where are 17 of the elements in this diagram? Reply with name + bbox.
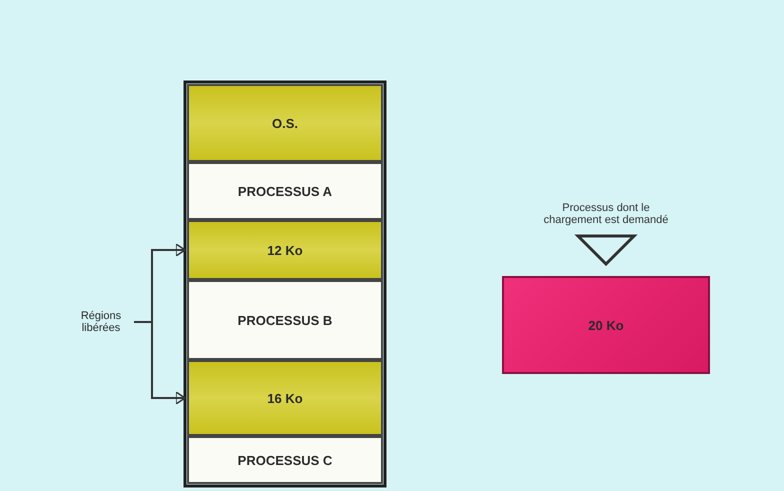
region-label: 16 Ko [267, 390, 303, 406]
memory-region [187, 84, 383, 162]
memory-region [187, 436, 383, 484]
process-block [502, 276, 710, 374]
arrow [134, 321, 186, 405]
region-label: PROCESSUS B [238, 312, 332, 328]
region-label: 12 Ko [267, 242, 303, 258]
region-label: PROCESSUS A [238, 184, 332, 198]
memory-region [187, 280, 383, 360]
memory-region [187, 162, 383, 220]
region-label: 20 Ko [588, 318, 624, 332]
memory-region [187, 220, 383, 280]
memory-region [187, 360, 383, 436]
region-label: O.S. [272, 116, 298, 130]
note-text: Régions libérées [80, 310, 122, 334]
note-text: Processus dont le chargement est demandé [542, 202, 670, 226]
region-label: PROCESSUS C [238, 452, 332, 468]
